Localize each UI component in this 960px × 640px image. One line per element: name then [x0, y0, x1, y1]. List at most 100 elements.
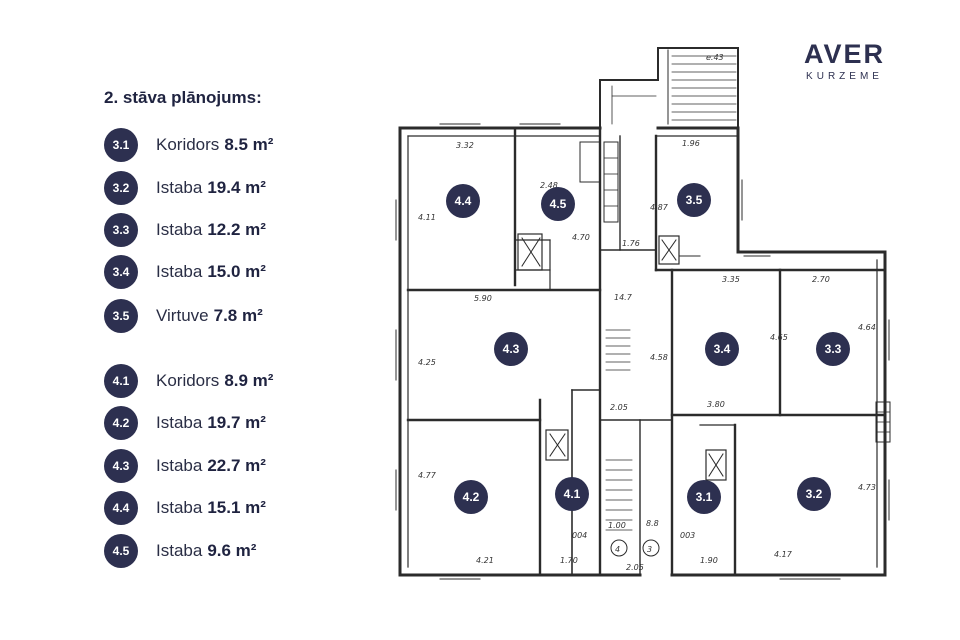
dimension-label: 1.90	[700, 556, 718, 565]
dimension-label: 4.17	[774, 550, 793, 559]
room-marker	[494, 332, 528, 366]
legend-item-3-1: 3.1 Koridors 8.5 m²	[104, 128, 273, 162]
dimension-label: 4.64	[858, 323, 876, 332]
room-marker	[541, 187, 575, 221]
dimension-label: 4.11	[418, 213, 436, 222]
room-area: 22.7 m²	[207, 456, 266, 475]
room-marker	[705, 332, 739, 366]
dimension-label: 003	[680, 531, 695, 540]
legend-item-4-1: 4.1 Koridors 8.9 m²	[104, 364, 273, 398]
logo-main-text: AVER	[804, 39, 886, 69]
room-badge: 4.1	[104, 364, 138, 398]
room-name: Koridors	[156, 371, 220, 390]
dimension-label: 4.87	[650, 203, 669, 212]
room-badge: 3.2	[104, 171, 138, 205]
legend-item-3-2: 3.2 Istaba 19.4 m²	[104, 171, 266, 205]
dimension-label: 4.65	[770, 333, 788, 342]
room-name: Istaba	[156, 456, 203, 475]
dimension-label: 2.48	[540, 181, 558, 190]
dimension-label: 3.32	[456, 141, 474, 150]
dimension-label: 1.96	[682, 139, 700, 148]
logo-sub-text: KURZEME	[806, 71, 883, 82]
room-name: Istaba	[156, 498, 203, 517]
room-area: 15.1 m²	[207, 498, 266, 517]
room-marker-label: 4.4	[455, 194, 472, 208]
room-badge: 3.4	[104, 255, 138, 289]
room-name: Istaba	[156, 262, 203, 281]
dimension-label: 4.73	[858, 483, 876, 492]
room-area: 8.9 m²	[224, 371, 274, 390]
room-markers: 4.4 4.5 3.5 4.3 3.4 3.3 4.2 4.1 3.1 3.2	[446, 183, 850, 514]
legend-item-3-5: 3.5 Virtuve 7.8 m²	[104, 299, 263, 333]
dimension-label: 14.7	[614, 293, 633, 302]
room-marker-label: 3.3	[825, 342, 842, 356]
stair-markers: 4 3	[610, 539, 660, 557]
dimension-label: 4.77	[418, 471, 437, 480]
room-marker-label: 4.2	[463, 490, 480, 504]
legend-title: 2. stāva plānojums:	[104, 88, 262, 107]
room-marker-label: 4.1	[564, 487, 581, 501]
dimension-label: 4.70	[572, 233, 590, 242]
room-name: Istaba	[156, 220, 203, 239]
room-name: Virtuve	[156, 306, 209, 325]
dimension-labels: 3.32 4.11 5.90 4.25 4.77 4.21 1.70 2.48 …	[418, 53, 876, 572]
dimension-label: 4.25	[418, 358, 436, 367]
dimension-label: 1.76	[622, 239, 640, 248]
room-marker	[816, 332, 850, 366]
room-area: 19.7 m²	[207, 413, 266, 432]
room-marker	[446, 184, 480, 218]
plan-walls	[395, 47, 891, 580]
room-marker	[555, 477, 589, 511]
room-name: Istaba	[156, 541, 203, 560]
room-badge: 4.4	[104, 491, 138, 525]
stair-number: 3	[647, 545, 652, 554]
room-badge: 3.1	[104, 128, 138, 162]
dimension-label: 4.58	[650, 353, 668, 362]
room-area: 19.4 m²	[207, 178, 266, 197]
dimension-label: 4.21	[476, 556, 494, 565]
dimension-label: 3.35	[722, 275, 740, 284]
dimension-label: 2.05	[610, 403, 628, 412]
aver-kurzeme-logo: AVER KURZEME	[804, 40, 885, 82]
legend-item-4-5: 4.5 Istaba 9.6 m²	[104, 534, 256, 568]
dimension-label: 1.70	[560, 556, 578, 565]
room-marker-label: 4.5	[550, 197, 567, 211]
room-marker-label: 3.2	[806, 487, 823, 501]
room-area: 8.5 m²	[224, 135, 274, 154]
room-area: 9.6 m²	[207, 541, 257, 560]
legend-item-3-3: 3.3 Istaba 12.2 m²	[104, 213, 266, 247]
room-name: Istaba	[156, 413, 203, 432]
dimension-label: 8.8	[646, 519, 659, 528]
legend-item-4-4: 4.4 Istaba 15.1 m²	[104, 491, 266, 525]
room-marker-label: 3.4	[714, 342, 731, 356]
dimension-label: 2.70	[812, 275, 830, 284]
room-badge: 3.3	[104, 213, 138, 247]
room-badge: 4.2	[104, 406, 138, 440]
room-area: 7.8 m²	[213, 306, 263, 325]
room-badge: 3.5	[104, 299, 138, 333]
dimension-label: 1.00	[608, 521, 626, 530]
dimension-label: 5.90	[474, 294, 492, 303]
dimension-label: 004	[572, 531, 587, 540]
room-marker-label: 4.3	[503, 342, 520, 356]
legend-item-4-2: 4.2 Istaba 19.7 m²	[104, 406, 266, 440]
room-area: 15.0 m²	[207, 262, 266, 281]
room-marker	[687, 480, 721, 514]
room-marker-label: 3.5	[686, 193, 703, 207]
dimension-label: e.43	[706, 53, 724, 62]
room-badge: 4.3	[104, 449, 138, 483]
room-marker	[677, 183, 711, 217]
room-area: 12.2 m²	[207, 220, 266, 239]
room-marker-label: 3.1	[696, 490, 713, 504]
room-name: Istaba	[156, 178, 203, 197]
dimension-label: 2.05	[626, 563, 644, 572]
legend-item-4-3: 4.3 Istaba 22.7 m²	[104, 449, 266, 483]
room-name: Koridors	[156, 135, 220, 154]
stair-number: 4	[615, 545, 620, 554]
legend-item-3-4: 3.4 Istaba 15.0 m²	[104, 255, 266, 289]
dimension-label: 3.80	[707, 400, 725, 409]
room-badge: 4.5	[104, 534, 138, 568]
room-marker	[454, 480, 488, 514]
room-marker	[797, 477, 831, 511]
